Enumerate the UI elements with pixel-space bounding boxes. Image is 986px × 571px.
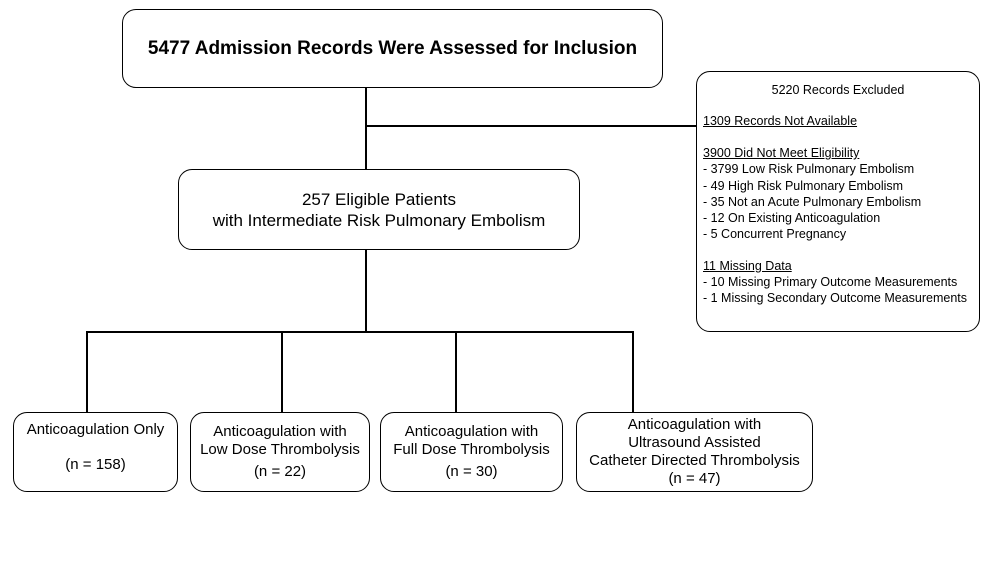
arm-label: Ultrasound Assisted	[628, 434, 761, 451]
connector-arm-4	[632, 331, 634, 412]
arm-label: Full Dose Thrombolysis	[393, 441, 550, 458]
eligibility-header: 3900 Did Not Meet Eligibility	[703, 146, 860, 160]
arm-count: (n = 47)	[668, 470, 721, 487]
arm-ultrasound-catheter-box: Anticoagulation with Ultrasound Assisted…	[576, 412, 813, 492]
arm-label: Low Dose Thrombolysis	[200, 441, 360, 458]
missing-data-item: - 1 Missing Secondary Outcome Measuremen…	[703, 291, 967, 305]
arm-count: (n = 158)	[65, 456, 126, 473]
eligibility-item: - 35 Not an Acute Pulmonary Embolism	[703, 195, 922, 209]
arm-label: Anticoagulation with	[213, 423, 347, 440]
eligible-patients-box: 257 Eligible Patients with Intermediate …	[178, 169, 580, 250]
eligibility-item: - 49 High Risk Pulmonary Embolism	[703, 179, 904, 193]
arm-label: Catheter Directed Thrombolysis	[589, 452, 800, 469]
connector-to-excluded	[365, 125, 696, 127]
assessed-records-label: 5477 Admission Records Were Assessed for…	[147, 37, 638, 59]
connector-top-to-eligible	[365, 88, 367, 169]
missing-data-item: - 10 Missing Primary Outcome Measurement…	[703, 275, 958, 289]
eligibility-item: - 5 Concurrent Pregnancy	[703, 227, 847, 241]
eligible-patients-line1: 257 Eligible Patients	[301, 189, 457, 209]
eligibility-item: - 12 On Existing Anticoagulation	[703, 211, 881, 225]
excluded-records-box: 5220 Records Excluded 1309 Records Not A…	[696, 71, 980, 332]
arm-label: Anticoagulation Only	[26, 421, 165, 438]
assessed-records-box: 5477 Admission Records Were Assessed for…	[122, 9, 663, 88]
excluded-title: 5220 Records Excluded	[771, 83, 905, 97]
connector-arm-3	[455, 331, 457, 412]
connector-arm-2	[281, 331, 283, 412]
arm-label: Anticoagulation with	[627, 416, 762, 433]
connector-arm-1	[86, 331, 88, 412]
connector-horizontal-branch	[86, 331, 633, 333]
eligibility-item: - 3799 Low Risk Pulmonary Embolism	[703, 162, 915, 176]
arm-low-dose-thrombolysis-box: Anticoagulation with Low Dose Thrombolys…	[190, 412, 370, 492]
arm-anticoagulation-only-box: Anticoagulation Only (n = 158)	[13, 412, 178, 492]
eligible-patients-line2: with Intermediate Risk Pulmonary Embolis…	[212, 210, 546, 230]
missing-data-header: 11 Missing Data	[703, 259, 792, 273]
arm-label: Anticoagulation with	[404, 423, 539, 440]
connector-eligible-down	[365, 250, 367, 331]
arm-full-dose-thrombolysis-box: Anticoagulation with Full Dose Thromboly…	[380, 412, 563, 492]
arm-count: (n = 30)	[445, 463, 498, 480]
arm-count: (n = 22)	[253, 463, 307, 480]
not-available-label: 1309 Records Not Available	[703, 114, 858, 128]
